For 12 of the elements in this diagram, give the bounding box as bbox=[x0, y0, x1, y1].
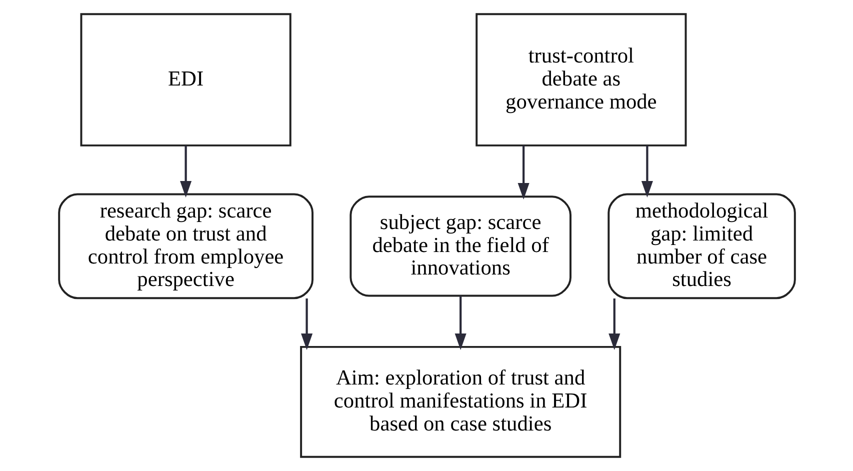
node-box: methodological gap: limited number of case studies bbox=[607, 193, 796, 300]
node-box: research gap: scarce debate on trust and control from employee perspective bbox=[58, 193, 313, 300]
node-box: EDI bbox=[80, 13, 291, 146]
arrow bbox=[180, 146, 192, 198]
node-box: trust-control debate as governance mode bbox=[475, 13, 686, 146]
arrow bbox=[640, 146, 652, 198]
arrow bbox=[608, 298, 620, 350]
arrow bbox=[454, 296, 466, 350]
node-box: Aim: exploration of trust and control manifestations in EDI based on case studies bbox=[300, 346, 621, 458]
arrow bbox=[300, 298, 312, 350]
node-box: subject gap: scarce debate in the field of innovations bbox=[349, 196, 571, 297]
arrow bbox=[517, 146, 529, 200]
